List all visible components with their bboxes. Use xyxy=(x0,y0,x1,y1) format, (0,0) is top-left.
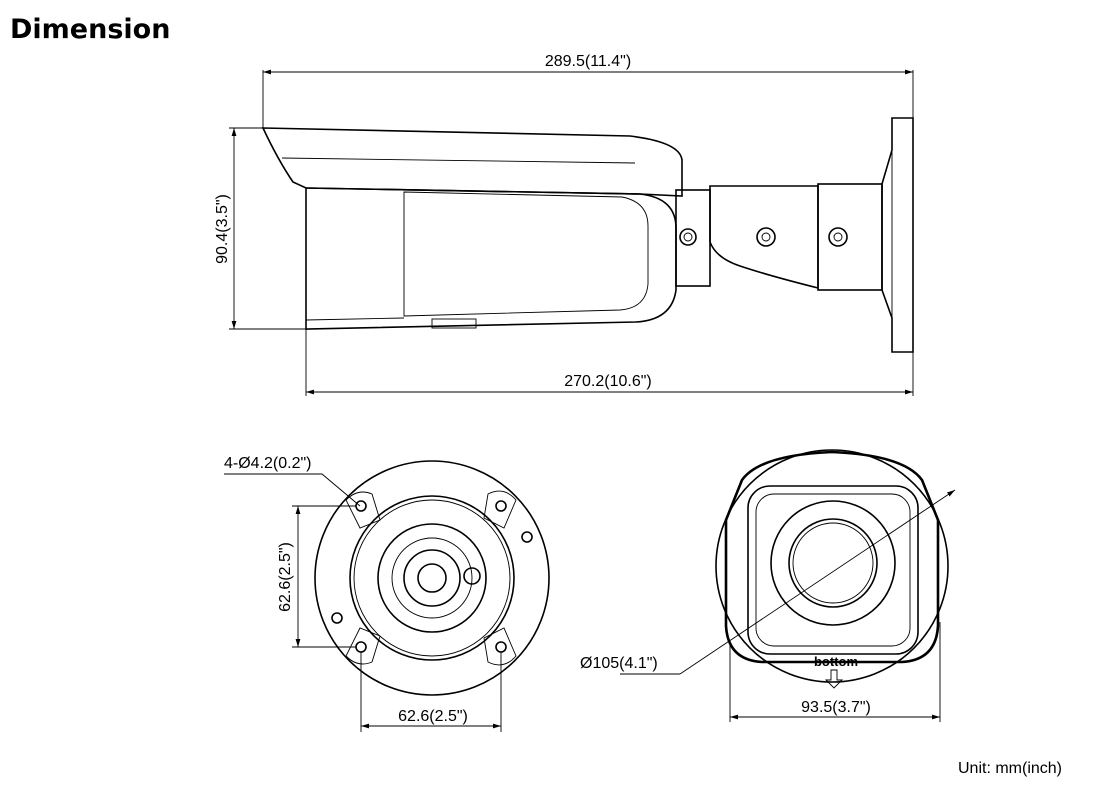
base-center-ring xyxy=(377,523,487,633)
diameter-label: Ø105(4.1") xyxy=(580,655,658,672)
mount-base xyxy=(881,117,914,353)
front-housing xyxy=(747,485,919,655)
vertical-spacing-label: 62.6(2.5") xyxy=(277,542,294,612)
unit-note: Unit: mm(inch) xyxy=(957,760,1062,777)
mount-hole-bottom-left xyxy=(355,641,367,653)
base-inner-circle xyxy=(349,495,515,661)
diameter-leader xyxy=(679,489,956,675)
body-groove xyxy=(305,317,405,321)
mount-hole-top-left xyxy=(355,500,367,512)
sunshield-front xyxy=(724,450,940,664)
bottom-clip xyxy=(431,318,477,329)
center-screw xyxy=(463,567,481,585)
camera-body xyxy=(305,187,677,330)
cable-hole-inner xyxy=(417,563,447,593)
height-label: 90.4(3.5") xyxy=(214,194,231,264)
cable-hole xyxy=(403,549,461,607)
lens-inner xyxy=(788,518,878,608)
hole-spec-label: 4-Ø4.2(0.2") xyxy=(224,455,312,472)
bracket-screw-1 xyxy=(756,227,776,247)
base-outer-circle xyxy=(314,460,550,696)
bottom-arrow-icon xyxy=(824,669,844,689)
horizontal-spacing-label: 62.6(2.5") xyxy=(398,708,468,725)
front-view: bottom xyxy=(620,449,956,722)
overall-length-label: 289.5(11.4") xyxy=(545,53,631,70)
bottom-mark: bottom xyxy=(814,654,858,669)
base-view xyxy=(224,460,550,732)
side-view xyxy=(229,69,914,396)
rear-screw xyxy=(679,228,697,246)
sunshield-edge xyxy=(281,157,636,164)
body-length-label: 270.2(10.6") xyxy=(564,373,652,390)
body-panel xyxy=(403,191,649,317)
front-outer-circle xyxy=(715,449,949,683)
rear-cap xyxy=(675,189,711,287)
width-label: 93.5(3.7") xyxy=(801,699,871,716)
lens-outer xyxy=(770,500,896,626)
sunshield xyxy=(261,127,683,197)
bracket-joint xyxy=(817,183,883,291)
bracket-screw-2 xyxy=(828,227,848,247)
hole-leader xyxy=(224,473,361,507)
mount-hole-bottom-right xyxy=(495,641,507,653)
page-title: Dimension xyxy=(10,14,171,45)
bracket-arm xyxy=(709,185,819,290)
mount-hole-top-right xyxy=(495,500,507,512)
